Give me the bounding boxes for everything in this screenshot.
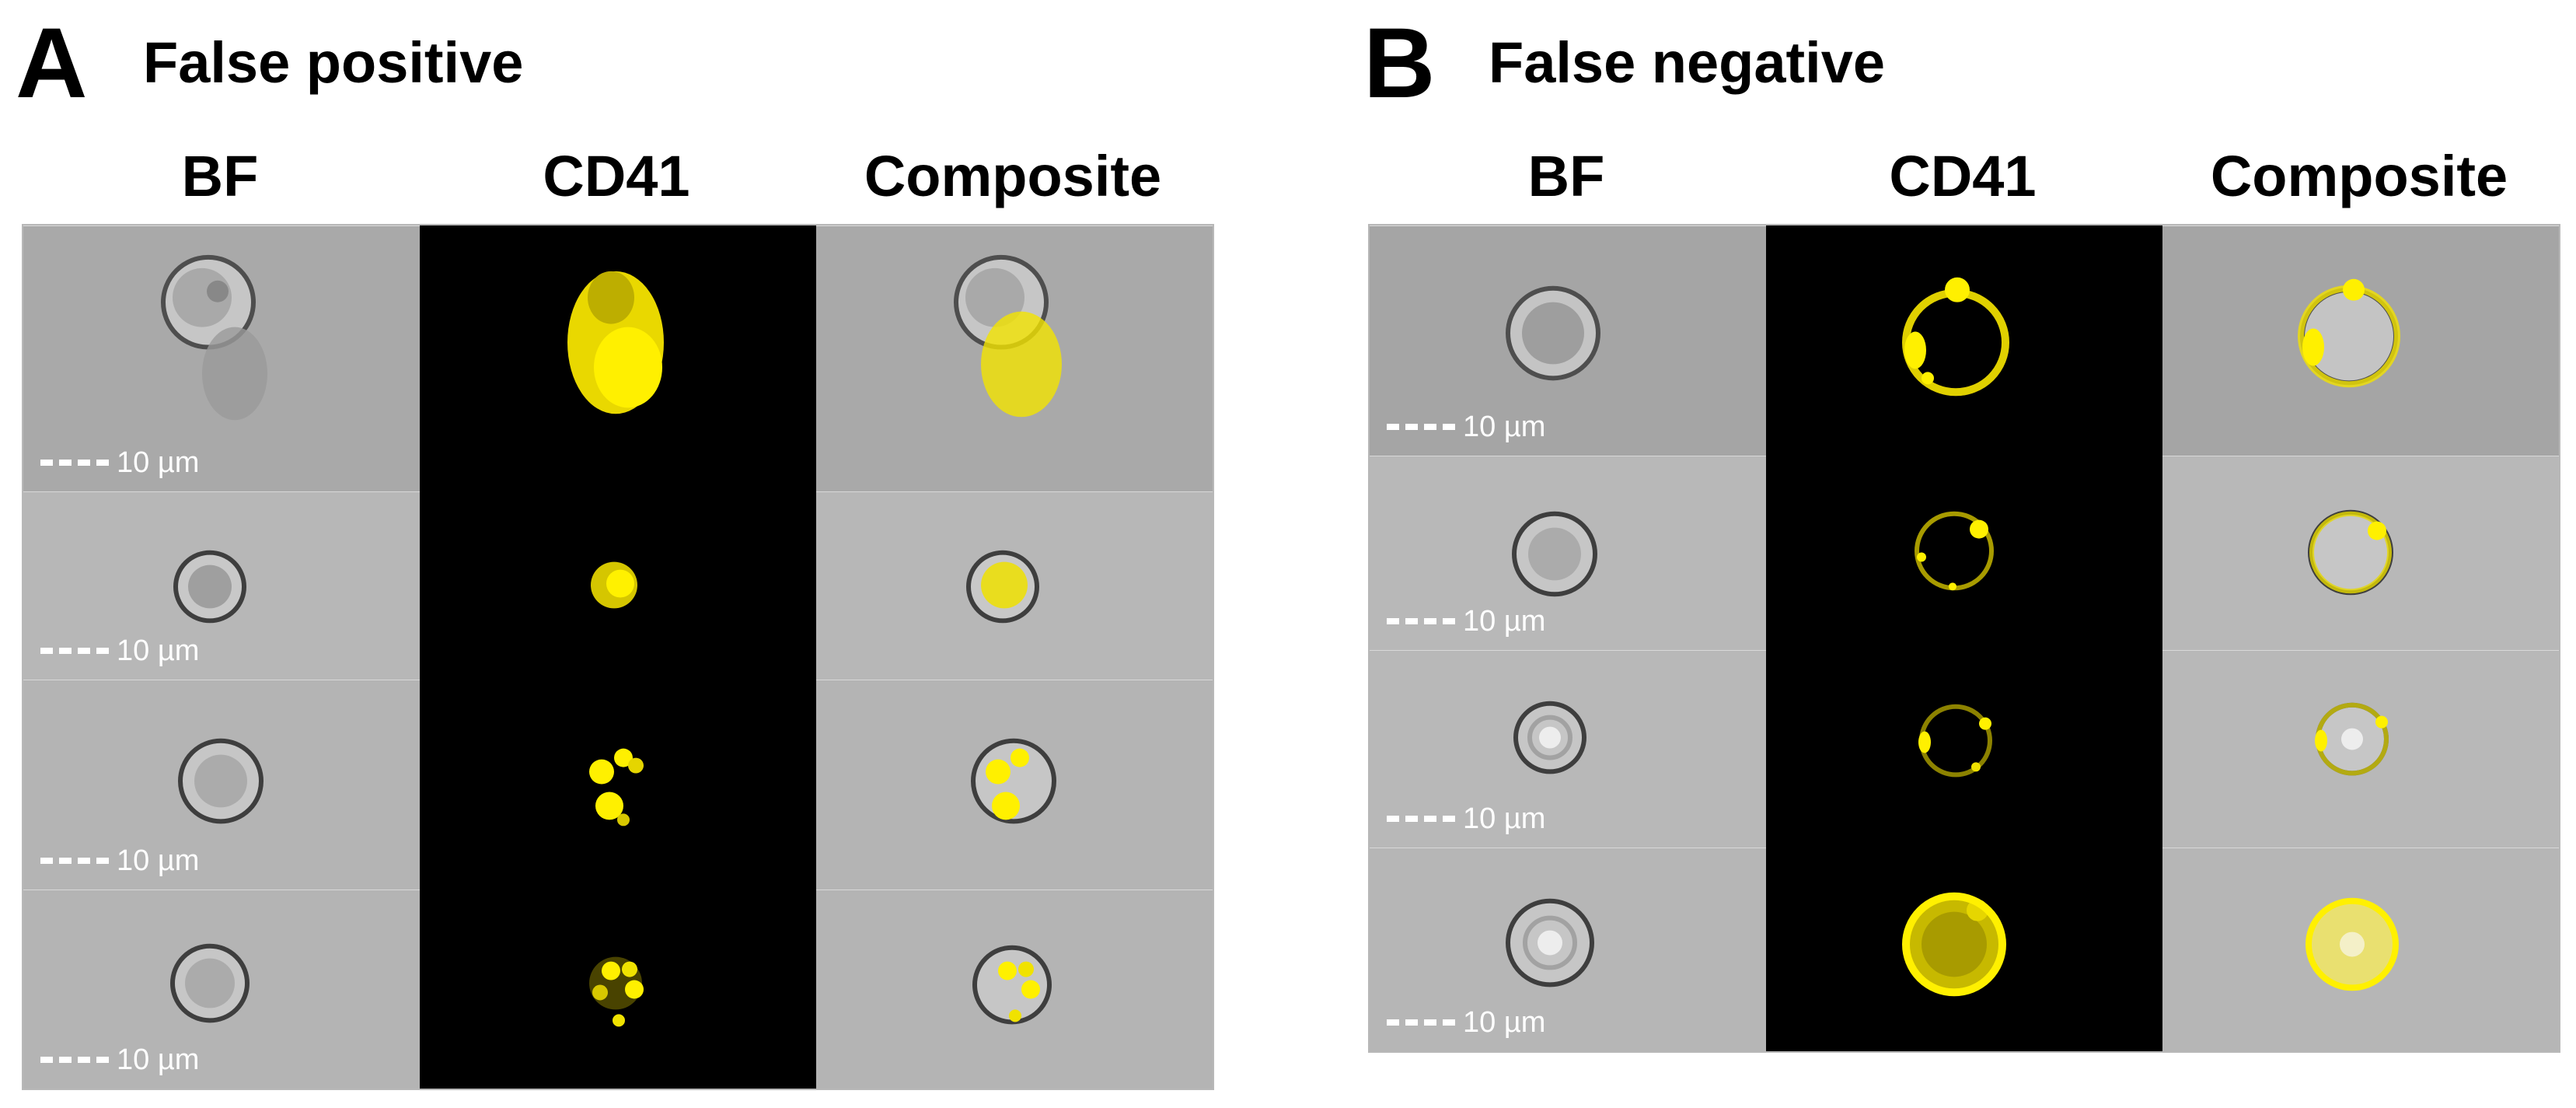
column-header-cd41: CD41 — [1889, 144, 2037, 208]
scale-bar: 10 µm — [40, 846, 199, 876]
scale-bar-line — [1387, 618, 1455, 624]
bf-image-row1: 10 µm — [23, 225, 420, 491]
composite-image-row2 — [816, 491, 1213, 680]
panel-title: False negative — [1489, 30, 1886, 95]
cd41-image-row3 — [1766, 650, 2162, 848]
scale-bar: 10 µm — [40, 1045, 199, 1075]
bf-image-row4: 10 µm — [1370, 848, 1766, 1051]
cd41-image-row4 — [420, 890, 816, 1089]
composite-image-row3 — [816, 680, 1213, 890]
cd41-image-row1 — [1766, 225, 2162, 456]
image-grid: 10 µm 10 µm — [22, 224, 1214, 1090]
scale-bar: 10 µm — [1387, 412, 1545, 442]
scale-bar: 10 µm — [1387, 1008, 1545, 1037]
scale-bar: 10 µm — [1387, 804, 1545, 834]
bf-image-row2: 10 µm — [1370, 456, 1766, 650]
scale-bar: 10 µm — [40, 448, 199, 477]
scale-bar-label: 10 µm — [1463, 802, 1546, 835]
panel-letter: B — [1363, 8, 1436, 119]
scale-bar-label: 10 µm — [1463, 411, 1546, 443]
scale-bar-line — [40, 648, 109, 654]
bf-image-row3: 10 µm — [1370, 650, 1766, 848]
scale-bar: 10 µm — [1387, 606, 1545, 636]
scale-bar-label: 10 µm — [1463, 1006, 1546, 1039]
scale-bar-line — [40, 1057, 109, 1063]
scale-bar-label: 10 µm — [117, 446, 200, 479]
cd41-image-row2 — [1766, 456, 2162, 650]
scale-bar-line — [1387, 816, 1455, 822]
scale-bar: 10 µm — [40, 636, 199, 666]
cd41-image-row3 — [420, 680, 816, 890]
panel-title: False positive — [143, 30, 524, 95]
image-grid: 10 µm 10 — [1368, 224, 2560, 1053]
composite-image-row1 — [816, 225, 1213, 491]
cd41-image-row4 — [1766, 848, 2162, 1051]
scale-bar-line — [40, 460, 109, 466]
composite-image-row4 — [2162, 848, 2559, 1051]
cd41-image-row2 — [420, 491, 816, 680]
bf-image-row3: 10 µm — [23, 680, 420, 890]
bf-image-row4: 10 µm — [23, 890, 420, 1089]
column-header-composite: Composite — [864, 144, 1162, 208]
scale-bar-line — [1387, 1019, 1455, 1026]
composite-image-row1 — [2162, 225, 2559, 456]
panel-false-positive: A False positive BF CD41 Composite 10 µm — [0, 0, 1259, 1108]
column-header-bf: BF — [1527, 144, 1605, 208]
scale-bar-label: 10 µm — [117, 1043, 200, 1076]
cd41-image-row1 — [420, 225, 816, 491]
column-header-bf: BF — [181, 144, 259, 208]
composite-image-row2 — [2162, 456, 2559, 650]
column-header-composite: Composite — [2210, 144, 2508, 208]
scale-bar-label: 10 µm — [117, 844, 200, 877]
scale-bar-label: 10 µm — [117, 634, 200, 667]
scale-bar-line — [1387, 424, 1455, 430]
composite-image-row3 — [2162, 650, 2559, 848]
scale-bar-label: 10 µm — [1463, 605, 1546, 638]
column-header-cd41: CD41 — [543, 144, 690, 208]
panel-false-negative: B False negative BF CD41 Composite 10 µm — [1345, 0, 2576, 1108]
bf-image-row1: 10 µm — [1370, 225, 1766, 456]
bf-image-row2: 10 µm — [23, 491, 420, 680]
composite-image-row4 — [816, 890, 1213, 1089]
scale-bar-line — [40, 858, 109, 864]
panel-letter: A — [16, 8, 88, 119]
